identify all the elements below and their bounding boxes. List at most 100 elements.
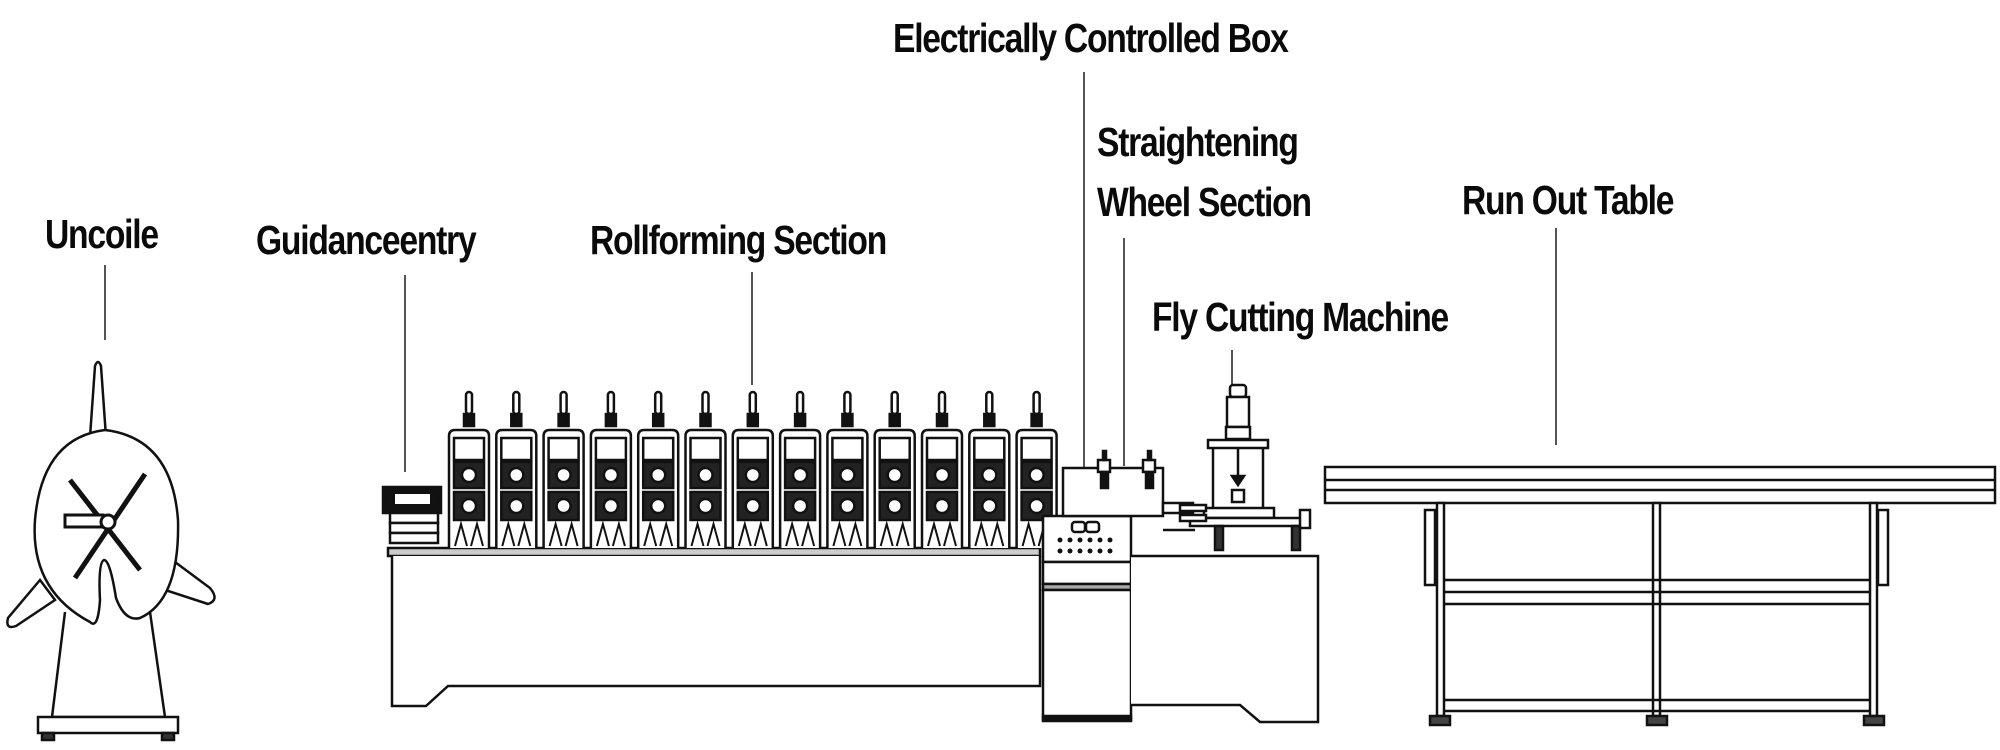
stand-upper-block [641, 436, 675, 462]
stand-screw [1032, 390, 1041, 416]
upper-roll [791, 466, 809, 484]
lower-roll [744, 497, 762, 515]
upper-roll [1028, 466, 1045, 484]
upper-roll [649, 466, 667, 484]
stand-upper-block [452, 436, 486, 462]
guidance-entry [381, 485, 443, 545]
upper-roll [981, 466, 998, 484]
straightening-wheel-section [1061, 449, 1195, 532]
upper-roll [508, 466, 525, 484]
cabinet-body [1041, 588, 1133, 722]
roll-stand [542, 390, 585, 548]
table-foot-left [1428, 714, 1452, 727]
straightening-wheel-1 [1096, 449, 1112, 490]
electrical-control-box [1041, 514, 1133, 723]
lower-roll [981, 497, 998, 515]
stand-screw [606, 390, 616, 416]
control-buttons [1057, 537, 1113, 554]
label-rollforming-section: Rollforming Section [590, 217, 887, 263]
label-run-out-table: Run Out Table [1462, 177, 1674, 223]
press-base [1202, 506, 1276, 520]
uncoiler-foot-right [160, 731, 176, 742]
stand-screw [937, 390, 947, 416]
uncoiler-base [36, 715, 180, 735]
label-electrical-box: Electrically Controlled Box [893, 15, 1289, 61]
upper-roll [460, 466, 478, 484]
stand-screw [464, 390, 474, 416]
cutting-blade [1229, 474, 1247, 488]
upper-roll [697, 466, 714, 484]
uncoiler [6, 360, 216, 742]
table-side-device-left [1423, 508, 1437, 587]
straightening-wheel-2 [1141, 449, 1157, 490]
roll-stand [778, 390, 822, 548]
rollforming-base [390, 556, 1042, 708]
uncoiler-foot-left [40, 731, 56, 742]
stand-upper-block [736, 436, 770, 462]
label-straightening-line1: Straightening [1097, 119, 1299, 165]
table-side-device-right [1876, 508, 1890, 587]
cylinder-cap [1228, 383, 1248, 399]
lower-roll [460, 497, 478, 515]
roll-stand [968, 390, 1011, 548]
roll-stand [636, 390, 680, 548]
roll-stand [873, 390, 916, 548]
upper-roll [839, 466, 856, 484]
table-foot-right [1862, 714, 1886, 727]
stand-screw [843, 390, 852, 416]
run-out-table [1323, 465, 1997, 727]
roll-stand [731, 390, 775, 548]
leader-lines [104, 72, 1557, 600]
stand-upper-block [594, 436, 628, 462]
stand-screw [653, 390, 663, 416]
roll-stand [684, 390, 727, 548]
upper-roll [744, 466, 762, 484]
press-top-plate [1206, 438, 1270, 450]
label-uncoiler: Uncoile [45, 211, 159, 257]
table-leg-right [1868, 501, 1879, 718]
stand-upper-block [500, 436, 533, 462]
stand-upper-block [783, 436, 817, 462]
table-leg-left [1435, 501, 1446, 718]
uncoiler-spokes [63, 472, 148, 580]
lower-roll [555, 497, 572, 515]
stand-upper-block [925, 436, 959, 462]
stand-screw [512, 390, 521, 416]
roll-stand [447, 390, 491, 548]
lower-roll [933, 497, 951, 515]
stand-screw [701, 390, 710, 416]
lower-roll [649, 497, 667, 515]
lower-roll [839, 497, 856, 515]
label-fly-cutting: Fly Cutting Machine [1152, 294, 1449, 340]
fly-cutting-machine [1131, 383, 1320, 724]
lower-roll [697, 497, 714, 515]
stand-upper-block [547, 436, 580, 462]
run-out-table-top [1323, 465, 1997, 505]
hydraulic-cylinder [1225, 395, 1251, 429]
stand-upper-block [1020, 436, 1053, 462]
lower-roll [791, 497, 809, 515]
label-straightening-line2: Wheel Section [1097, 179, 1312, 225]
uncoiler-top-arm [88, 360, 108, 439]
lower-roll [508, 497, 525, 515]
stand-upper-block [831, 436, 864, 462]
uncoiler-right-arm [163, 559, 216, 606]
uncoiler-left-arm [6, 577, 57, 629]
stand-upper-block [973, 436, 1006, 462]
table-foot-middle [1645, 714, 1669, 727]
stand-upper-block [689, 436, 722, 462]
cutting-bed-base [1131, 554, 1320, 724]
roll-stand [826, 390, 869, 548]
roll-stand [589, 390, 633, 548]
roll-stand [920, 390, 964, 548]
roll-stands [447, 390, 1058, 548]
upper-roll [886, 466, 903, 484]
stand-screw [795, 390, 805, 416]
upper-roll [555, 466, 572, 484]
rollforming-bed [386, 546, 1042, 708]
table-leg-middle [1651, 501, 1662, 718]
stand-screw [890, 390, 899, 416]
label-guidance-entry: Guidanceentry [256, 217, 477, 263]
